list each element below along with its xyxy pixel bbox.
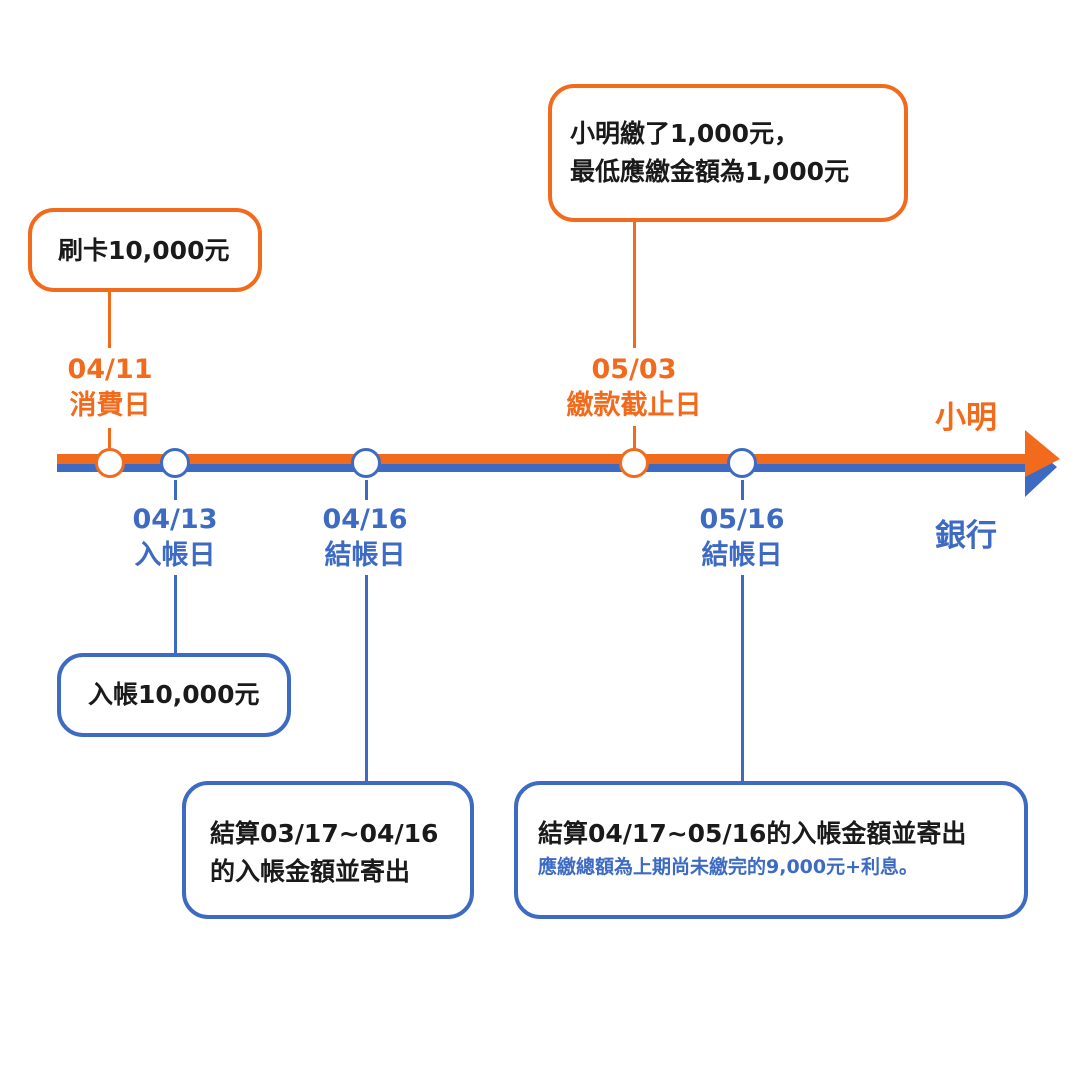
statement2-box: 結算04/17~05/16的入帳金額並寄出 應繳總額為上期尚未繳完的9,000元… — [514, 781, 1028, 919]
due-box: 小明繳了1,000元， 最低應繳金額為1,000元 — [548, 84, 908, 222]
statement1-marker — [351, 448, 381, 478]
due-connector — [633, 220, 636, 348]
posting-box: 入帳10,000元 — [57, 653, 291, 737]
posting-tick — [174, 480, 177, 500]
statement1-box-line1: 結算03/17~04/16 — [210, 819, 439, 848]
statement2-connector — [741, 575, 744, 783]
statement1-date-label: 04/16 結帳日 — [322, 504, 408, 571]
statement2-marker — [727, 448, 757, 478]
posting-date-label: 04/13 入帳日 — [132, 504, 218, 571]
purchase-box-text: 刷卡10,000元 — [58, 236, 230, 265]
statement1-tick — [365, 480, 368, 500]
purchase-connector — [108, 290, 111, 348]
due-box-line1: 小明繳了1,000元， — [570, 119, 800, 148]
xiaoming-arrow — [57, 430, 1060, 477]
purchase-date-label: 04/11 消費日 — [67, 354, 153, 421]
statement1-connector — [365, 575, 368, 783]
statement2-box-line1: 結算04/17~05/16的入帳金額並寄出 — [538, 819, 967, 848]
statement2-tick — [741, 480, 744, 500]
statement2-box-note: 應繳總額為上期尚未繳完的9,000元+利息。 — [538, 856, 919, 878]
due-tick — [633, 426, 636, 448]
lane-label-bank: 銀行 — [935, 518, 997, 554]
due-box-line2: 最低應繳金額為1,000元 — [570, 157, 850, 186]
due-date-label: 05/03 繳款截止日 — [566, 354, 702, 421]
statement1-box: 結算03/17~04/16 的入帳金額並寄出 — [182, 781, 474, 919]
due-marker — [619, 448, 649, 478]
purchase-tick — [108, 428, 111, 448]
bank-arrow — [57, 440, 1057, 497]
posting-connector — [174, 575, 177, 655]
statement1-box-line2: 的入帳金額並寄出 — [210, 857, 411, 886]
purchase-box: 刷卡10,000元 — [28, 208, 262, 292]
posting-box-text: 入帳10,000元 — [88, 680, 260, 709]
lane-label-xiaoming: 小明 — [935, 400, 997, 436]
statement2-date-label: 05/16 結帳日 — [699, 504, 785, 571]
posting-marker — [160, 448, 190, 478]
purchase-marker — [95, 448, 125, 478]
